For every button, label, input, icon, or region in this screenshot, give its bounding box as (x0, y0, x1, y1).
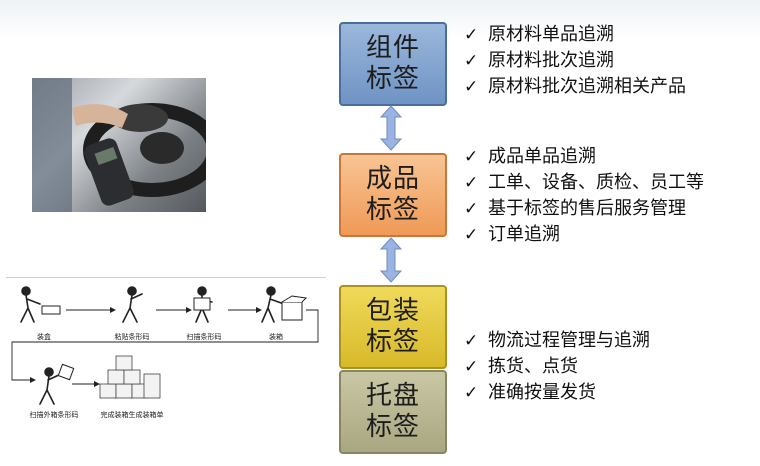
list-item: ✓订单追溯 (462, 222, 704, 248)
check-icon: ✓ (464, 383, 479, 403)
double-arrow-icon (379, 105, 403, 151)
list-item: ✓基于标签的售后服务管理 (462, 196, 704, 222)
component-features-list: ✓原材料单品追溯 ✓原材料批次追溯 ✓原材料批次追溯相关产品 (462, 22, 686, 100)
box-text: 标签 (365, 64, 420, 94)
list-item: ✓物流过程管理与追溯 (462, 328, 650, 354)
box-text: 包装 (365, 296, 420, 326)
check-icon: ✓ (464, 77, 479, 97)
list-item: ✓原材料批次追溯相关产品 (462, 74, 686, 100)
double-arrow-icon (379, 237, 403, 283)
flow-step-label: 粘贴条形码 (114, 333, 150, 341)
flow-step-label: 装盒 (37, 333, 51, 341)
list-item: ✓拣货、点货 (462, 354, 650, 380)
component-label-box: 组件 标签 (339, 22, 447, 106)
flow-step-label: 完成装箱生成装箱单 (100, 411, 164, 419)
box-text: 标签 (365, 327, 420, 357)
check-icon: ✓ (464, 173, 479, 193)
check-icon: ✓ (464, 51, 479, 71)
package-label-box: 包装 标签 (339, 285, 447, 369)
pallet-label-box: 托盘 标签 (339, 370, 447, 454)
box-text: 标签 (365, 195, 420, 225)
check-icon: ✓ (464, 331, 479, 351)
flow-step-label: 扫描外箱条形码 (29, 411, 79, 419)
list-item: ✓工单、设备、质检、员工等 (462, 170, 704, 196)
check-icon: ✓ (464, 357, 479, 377)
packing-flow-diagram: 装盒 粘贴条形码 扫描条形码 装箱 扫描外箱条形码 完成装箱生成装箱单 (6, 282, 326, 432)
check-icon: ✓ (464, 199, 479, 219)
list-item: ✓准确按量发货 (462, 380, 650, 406)
flow-divider (6, 277, 326, 278)
check-icon: ✓ (464, 25, 479, 45)
check-icon: ✓ (464, 147, 479, 167)
check-icon: ✓ (464, 225, 479, 245)
product-label-box: 成品 标签 (339, 153, 447, 237)
product-features-list: ✓成品单品追溯 ✓工单、设备、质检、员工等 ✓基于标签的售后服务管理 ✓订单追溯 (462, 144, 704, 248)
package-features-list: ✓物流过程管理与追溯 ✓拣货、点货 ✓准确按量发货 (462, 328, 650, 406)
flow-step-label: 装箱 (269, 333, 283, 341)
list-item: ✓原材料批次追溯 (462, 48, 686, 74)
box-text: 组件 (365, 33, 420, 63)
box-text: 标签 (365, 412, 420, 442)
list-item: ✓原材料单品追溯 (462, 22, 686, 48)
scanning-photo (32, 78, 206, 212)
box-text: 托盘 (365, 381, 420, 411)
flow-step-label: 扫描条形码 (186, 333, 222, 341)
box-text: 成品 (365, 164, 420, 194)
list-item: ✓成品单品追溯 (462, 144, 704, 170)
